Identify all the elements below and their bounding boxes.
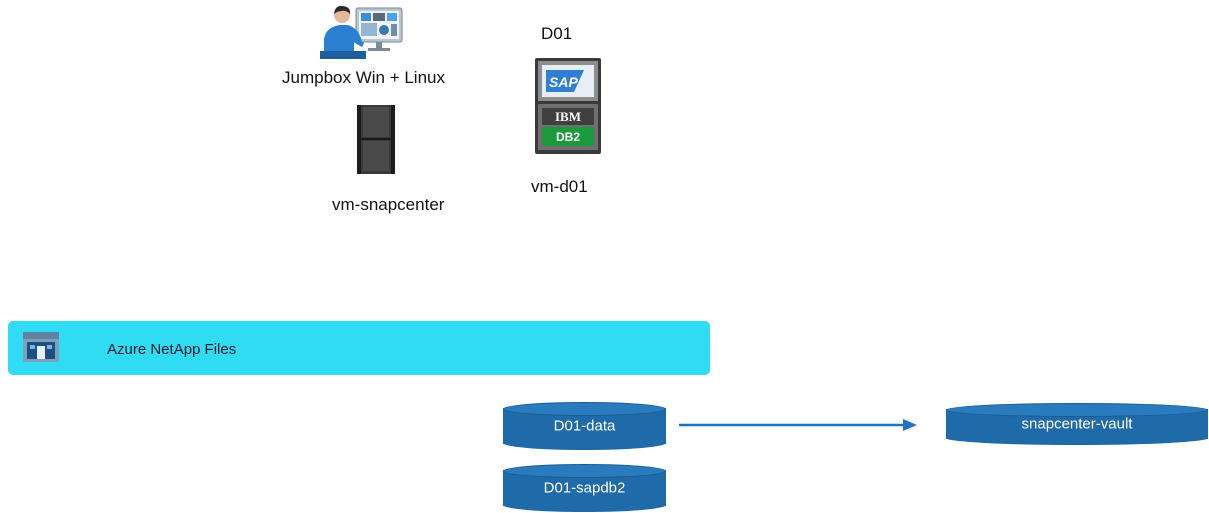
azure-netapp-files-label: Azure NetApp Files: [107, 341, 237, 358]
volume-d01-sapdb2: D01-sapdb2: [503, 464, 666, 512]
sap-db2-stack-icon: SAP IBM DB2: [534, 57, 602, 155]
vm-snapcenter-label: vm-snapcenter: [332, 195, 445, 214]
azure-netapp-files-bar: [8, 321, 710, 375]
volume-d01-data-label: D01-data: [553, 417, 616, 435]
replication-arrow: [679, 416, 919, 434]
netapp-files-icon: [22, 329, 60, 365]
volume-snapcenter-vault-label: snapcenter-vault: [1021, 415, 1133, 433]
volume-d01-data: D01-data: [503, 402, 666, 450]
server-icon: [355, 103, 397, 176]
jumpbox-label: Jumpbox Win + Linux: [282, 68, 445, 87]
volume-d01-sapdb2-label: D01-sapdb2: [543, 479, 626, 497]
volume-snapcenter-vault: snapcenter-vault: [946, 403, 1208, 445]
ibm-logo-text: IBM: [555, 109, 581, 124]
sap-logo-text: SAP: [549, 74, 578, 90]
jumpbox-icon: [318, 3, 408, 59]
vm-d01-label: vm-d01: [531, 177, 588, 196]
system-sid-label: D01: [541, 24, 573, 43]
db2-logo-text: DB2: [556, 130, 580, 144]
